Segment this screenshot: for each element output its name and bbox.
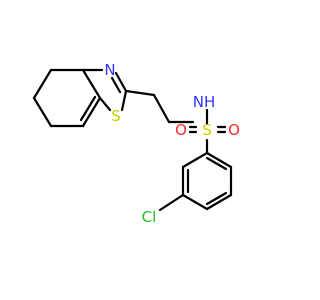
bond — [98, 96, 112, 112]
bond — [110, 76, 122, 94]
bond-lines — [32, 68, 233, 212]
bond — [32, 96, 53, 128]
sulfonyl-sulfur-label: S — [202, 121, 212, 139]
atom-labels: N S NH S O O Cl — [104, 61, 240, 226]
bond — [205, 191, 228, 206]
bond — [120, 89, 128, 112]
chlorine-label: Cl — [142, 208, 157, 226]
bond — [205, 193, 233, 211]
bond — [79, 95, 97, 122]
bond — [205, 156, 228, 171]
oxygen-label-right: O — [228, 121, 240, 139]
bond — [158, 193, 185, 212]
bond — [181, 193, 209, 211]
sulfur-label-ring: S — [111, 107, 121, 125]
bond — [81, 68, 102, 100]
nitrogen-label-ring: N — [104, 61, 115, 79]
bond — [114, 71, 128, 93]
bond — [181, 151, 209, 169]
bond — [205, 151, 233, 169]
bond — [81, 96, 102, 128]
amine-label: NH — [193, 93, 216, 111]
bond — [152, 93, 171, 124]
molecule-structure: N S NH S O O Cl — [32, 61, 240, 226]
bond — [32, 68, 53, 100]
oxygen-label-left: O — [175, 121, 187, 139]
bond — [124, 89, 156, 97]
